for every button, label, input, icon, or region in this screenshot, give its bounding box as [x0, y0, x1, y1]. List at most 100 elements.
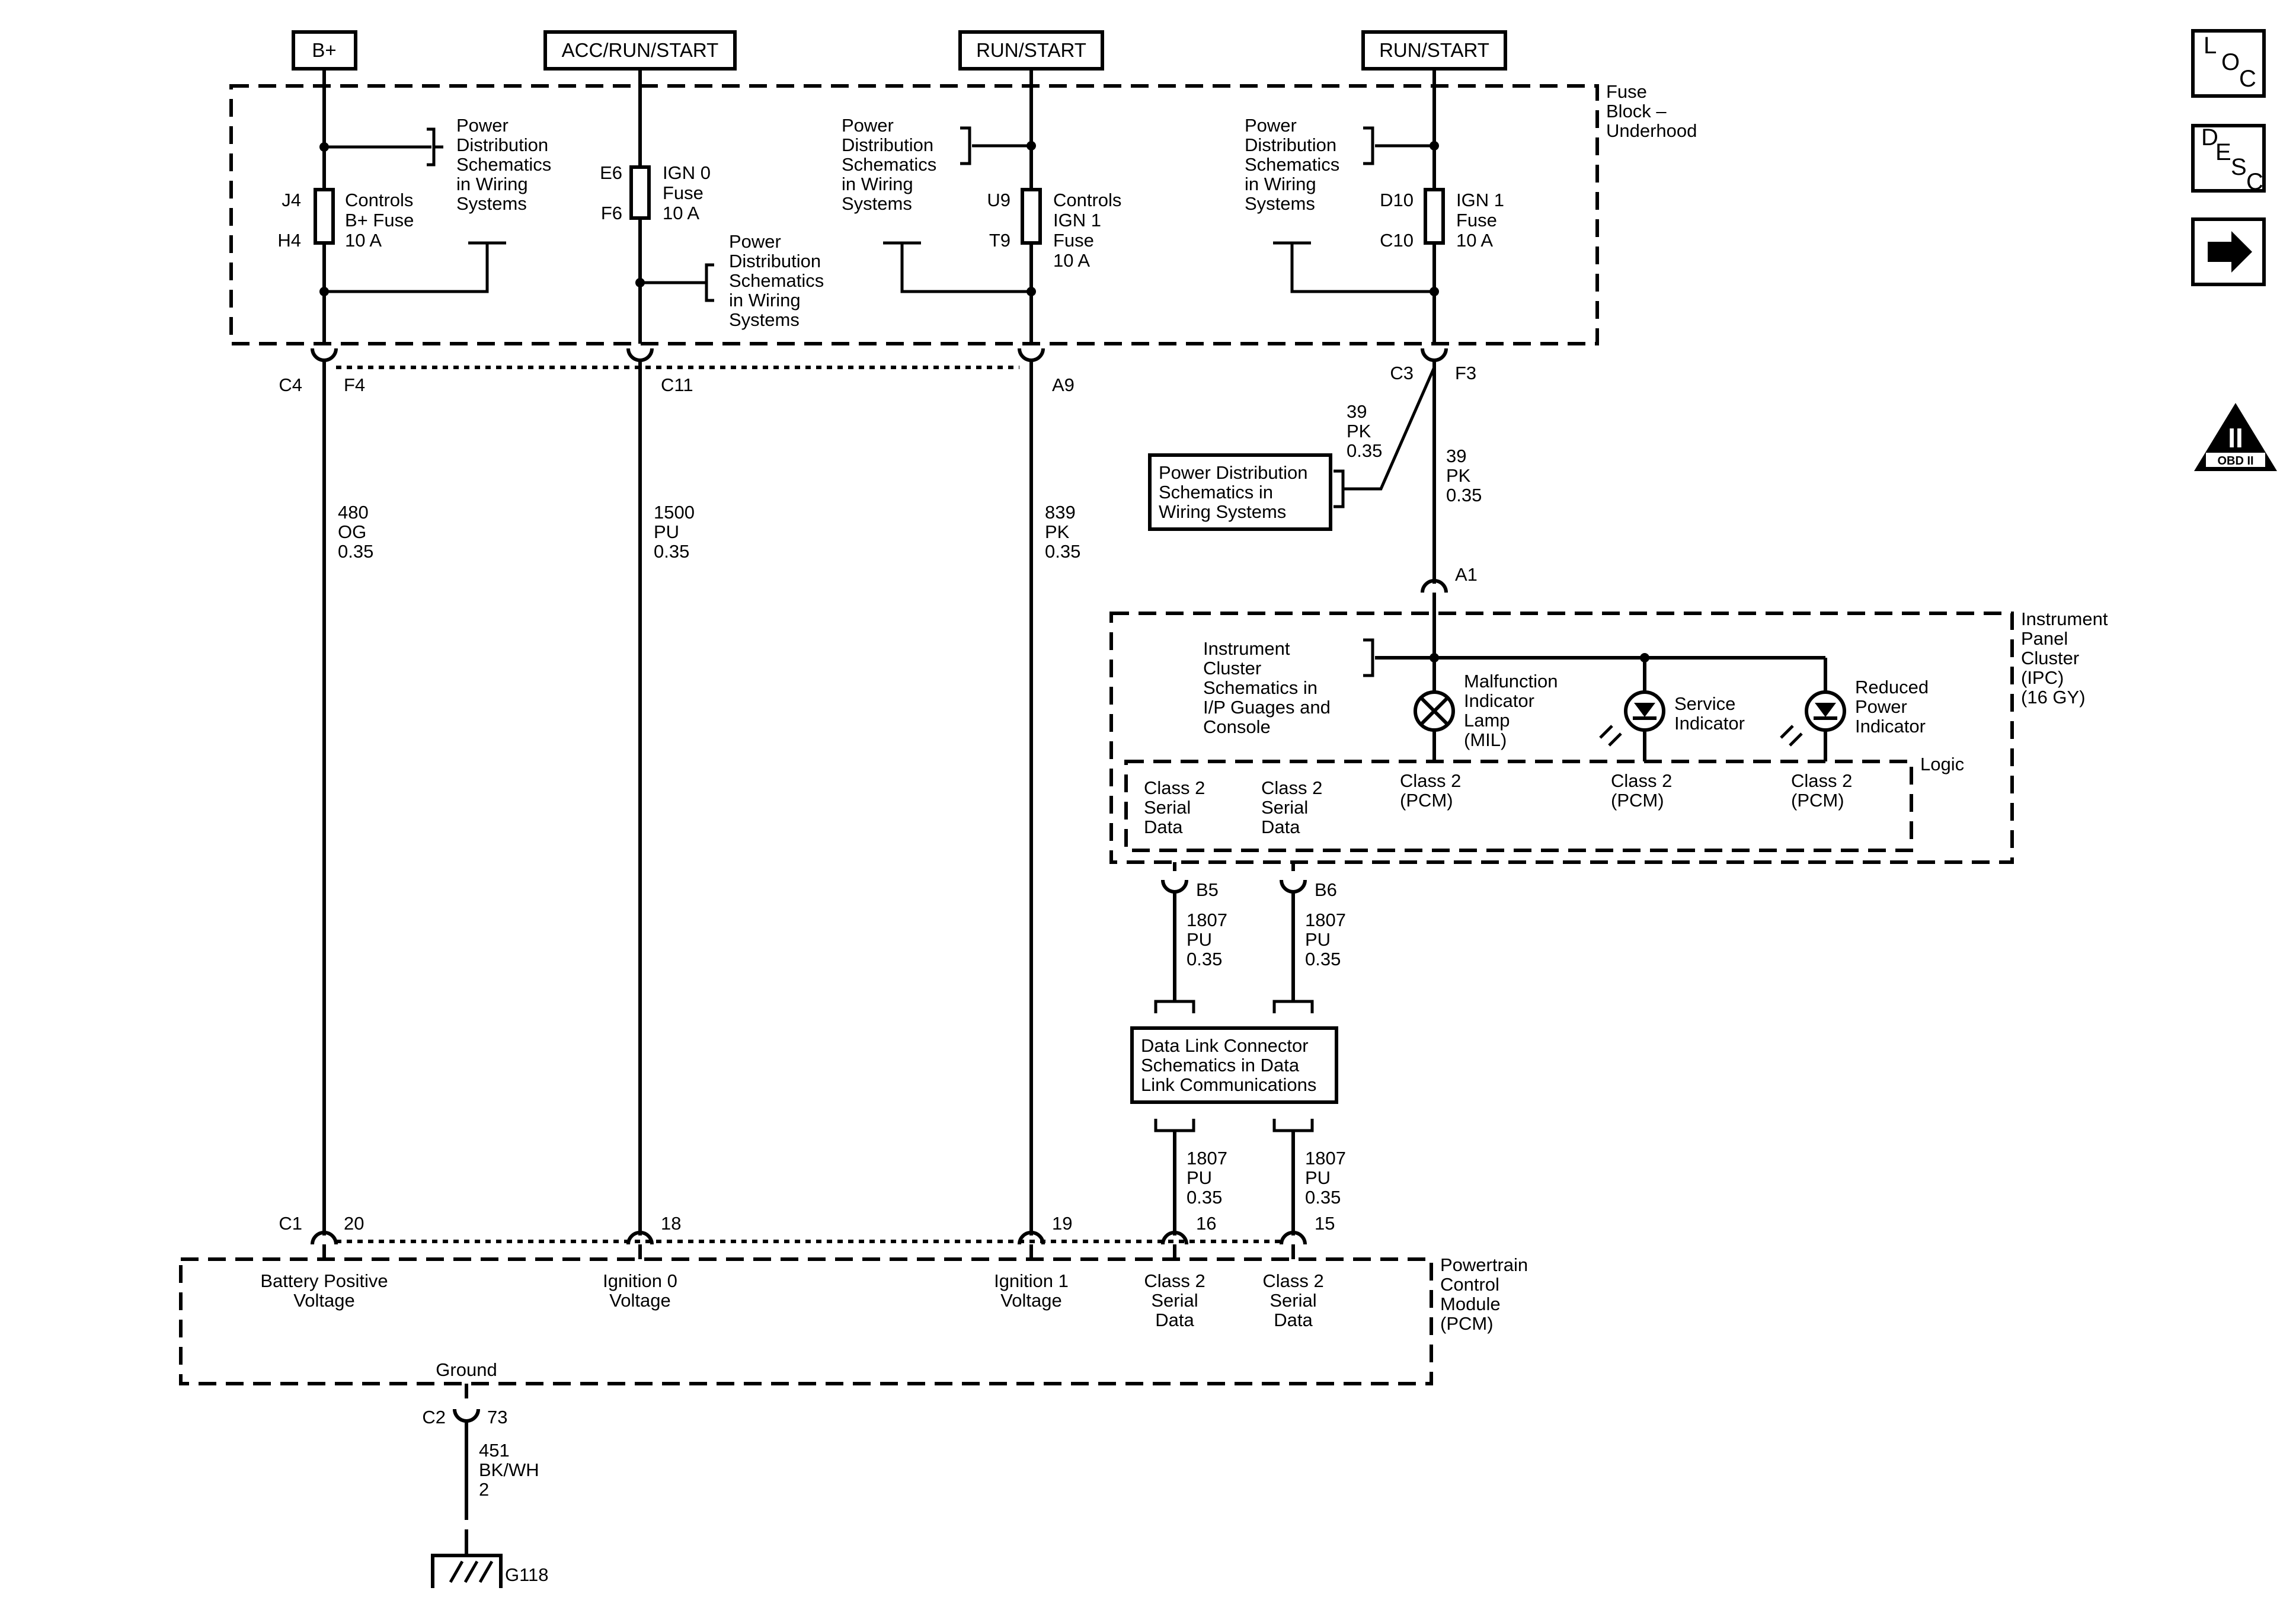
- svg-text:Serial: Serial: [1151, 1290, 1198, 1311]
- svg-text:A9: A9: [1052, 375, 1075, 395]
- svg-text:Powertrain: Powertrain: [1440, 1254, 1528, 1275]
- fuse-ign0-label: IGN 0 Fuse 10 A: [663, 162, 711, 223]
- svg-text:Systems: Systems: [729, 309, 800, 330]
- svg-text:480: 480: [338, 502, 369, 523]
- svg-text:in Wiring: in Wiring: [456, 174, 528, 194]
- svg-text:0.35: 0.35: [1305, 1187, 1341, 1208]
- svg-text:(PCM): (PCM): [1791, 790, 1844, 811]
- svg-text:F4: F4: [344, 375, 365, 395]
- svg-text:Indicator: Indicator: [1674, 713, 1745, 734]
- wire-1500-label: 1500 PU 0.35: [654, 502, 695, 562]
- svg-text:Distribution: Distribution: [729, 251, 821, 271]
- svg-text:1807: 1807: [1305, 910, 1346, 930]
- svg-text:PU: PU: [1187, 929, 1212, 950]
- svg-text:1807: 1807: [1187, 1148, 1227, 1169]
- svg-text:0.35: 0.35: [1446, 485, 1482, 505]
- svg-text:C10: C10: [1380, 230, 1414, 251]
- svg-text:Serial: Serial: [1261, 797, 1308, 818]
- connector-c4: [311, 348, 338, 362]
- svg-text:Power Distribution: Power Distribution: [1159, 462, 1308, 483]
- service-rays-icon: [1599, 725, 1622, 747]
- svg-text:Class 2: Class 2: [1611, 770, 1672, 791]
- svg-text:Power: Power: [456, 115, 509, 136]
- svg-text:IGN 0: IGN 0: [663, 162, 711, 183]
- pcm-ign0: Ignition 0 Voltage: [603, 1270, 677, 1311]
- svg-text:(IPC): (IPC): [2021, 667, 2064, 688]
- svg-text:Systems: Systems: [456, 193, 527, 214]
- svg-text:L: L: [2204, 33, 2217, 59]
- wire-1807-b5-label: 1807 PU 0.35: [1187, 910, 1227, 969]
- connector-p15: [1280, 1231, 1307, 1245]
- fuse-bplus-icon: [314, 188, 335, 245]
- svg-text:BK/WH: BK/WH: [479, 1459, 539, 1480]
- svg-text:IGN 1: IGN 1: [1456, 190, 1504, 210]
- svg-text:I/P Guages and: I/P Guages and: [1203, 697, 1331, 718]
- svg-text:Class 2: Class 2: [1144, 777, 1205, 798]
- ipc-pcm-1: Class 2 (PCM): [1400, 770, 1461, 811]
- pcm-outline: [179, 1257, 1433, 1385]
- svg-text:II: II: [2228, 422, 2243, 453]
- loc-button[interactable]: L O C: [2191, 29, 2266, 98]
- desc-button[interactable]: D E S C: [2191, 124, 2266, 195]
- wire-1807-b6-label: 1807 PU 0.35: [1305, 910, 1346, 969]
- svg-text:Class 2: Class 2: [1144, 1270, 1205, 1291]
- svg-text:Instrument: Instrument: [1203, 638, 1290, 659]
- svg-text:Power: Power: [1245, 115, 1297, 136]
- svg-text:Power: Power: [842, 115, 894, 136]
- svg-text:Schematics in: Schematics in: [1159, 482, 1273, 502]
- connector-a9: [1018, 348, 1045, 362]
- ipc-serial-1: Class 2 Serial Data: [1144, 777, 1205, 837]
- source-run-start-2-label: RUN/START: [1379, 39, 1489, 61]
- svg-text:Underhood: Underhood: [1606, 120, 1697, 141]
- svg-text:PU: PU: [1187, 1167, 1212, 1188]
- svg-text:S: S: [2231, 154, 2247, 180]
- ground-icon: [431, 1547, 503, 1588]
- svg-text:20: 20: [344, 1213, 364, 1234]
- svg-text:C3: C3: [1390, 363, 1414, 383]
- svg-text:Power: Power: [729, 231, 781, 252]
- source-run-start-1-label: RUN/START: [976, 39, 1086, 61]
- svg-text:39: 39: [1347, 401, 1367, 422]
- wire-39a-label: 39 PK 0.35: [1347, 401, 1382, 461]
- svg-text:Schematics in: Schematics in: [1203, 677, 1318, 698]
- svg-text:OG: OG: [338, 521, 366, 542]
- svg-text:PU: PU: [654, 521, 679, 542]
- mil-label: Malfunction Indicator Lamp (MIL): [1464, 671, 1558, 750]
- svg-text:Cluster: Cluster: [2021, 648, 2079, 668]
- svg-text:18: 18: [661, 1213, 681, 1234]
- svg-text:Service: Service: [1674, 693, 1735, 714]
- wire-1807-15-label: 1807 PU 0.35: [1305, 1148, 1346, 1208]
- fuse-block-outline: [229, 84, 1599, 345]
- svg-text:Lamp: Lamp: [1464, 710, 1510, 731]
- svg-text:Controls: Controls: [1053, 190, 1121, 210]
- svg-text:Indicator: Indicator: [1855, 716, 1926, 737]
- svg-text:O: O: [2221, 49, 2240, 75]
- pd-ref-3: Power Distribution Schematics in Wiring …: [842, 115, 936, 214]
- connector-c1: [311, 1231, 338, 1245]
- svg-text:(PCM): (PCM): [1400, 790, 1453, 811]
- svg-text:10 A: 10 A: [663, 203, 699, 223]
- svg-text:Fuse: Fuse: [1456, 210, 1497, 231]
- svg-text:Class 2: Class 2: [1261, 777, 1322, 798]
- fuse-ign1-ctrl-icon: [1021, 188, 1042, 245]
- source-run-start-1: RUN/START: [958, 30, 1104, 71]
- next-arrow-button[interactable]: [2191, 217, 2266, 286]
- svg-text:B+ Fuse: B+ Fuse: [345, 210, 414, 231]
- svg-text:Control: Control: [1440, 1274, 1499, 1295]
- svg-text:F6: F6: [601, 203, 622, 223]
- svg-text:Voltage: Voltage: [293, 1290, 354, 1311]
- svg-text:PU: PU: [1305, 1167, 1331, 1188]
- svg-text:0.35: 0.35: [1187, 949, 1222, 969]
- svg-text:in Wiring: in Wiring: [1245, 174, 1316, 194]
- svg-text:451: 451: [479, 1440, 510, 1461]
- svg-text:D: D: [2201, 124, 2218, 151]
- svg-text:1500: 1500: [654, 502, 695, 523]
- svg-text:B6: B6: [1315, 879, 1337, 900]
- pd-ref-2: Power Distribution Schematics in Wiring …: [729, 231, 824, 330]
- connector-p16: [1161, 1231, 1188, 1245]
- svg-text:(PCM): (PCM): [1611, 790, 1664, 811]
- obd-ii-badge[interactable]: II OBD II: [2194, 403, 2277, 471]
- connector-b6: [1280, 879, 1307, 894]
- svg-text:C11: C11: [661, 375, 693, 395]
- pd-ref-4: Power Distribution Schematics in Wiring …: [1245, 115, 1339, 214]
